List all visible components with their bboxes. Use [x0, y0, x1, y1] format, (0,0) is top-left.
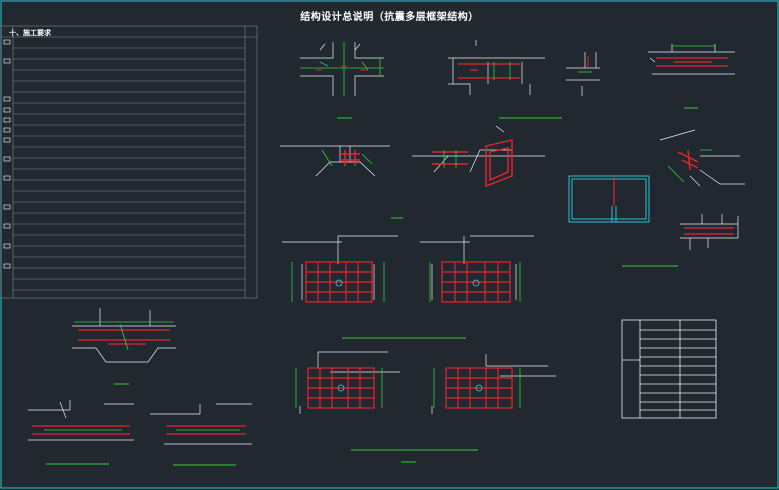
note-markers — [3, 39, 11, 269]
detail-frame-grid-11 — [342, 235, 534, 339]
detail-inclined-joint-8 — [659, 129, 745, 187]
detail-beam-support-9 — [622, 214, 739, 267]
detail-frame-grid-16 — [351, 354, 556, 463]
detail-beam-column-2 — [448, 40, 562, 119]
detail-small-joint-3 — [566, 52, 600, 96]
detail-beam-lap-4 — [648, 44, 735, 109]
detail-frame-grid-10 — [282, 235, 398, 303]
detail-slab-step-13 — [28, 400, 134, 465]
detail-3d-joint-6 — [391, 125, 545, 219]
detail-slab-step-14 — [150, 403, 252, 466]
detail-frame-grid-15 — [295, 351, 400, 414]
section-heading: 十、施工要求 — [9, 29, 51, 37]
detail-haunch-beam-12 — [72, 308, 176, 385]
notes-table — [0, 25, 258, 299]
detail-opening-box-7 — [568, 175, 650, 223]
rebar-schedule-table — [621, 319, 717, 419]
detail-column-joint-1 — [300, 42, 384, 119]
detail-column-joint-5 — [280, 145, 390, 177]
sheet-title: 结构设计总说明（抗震多层框架结构） — [300, 12, 479, 23]
